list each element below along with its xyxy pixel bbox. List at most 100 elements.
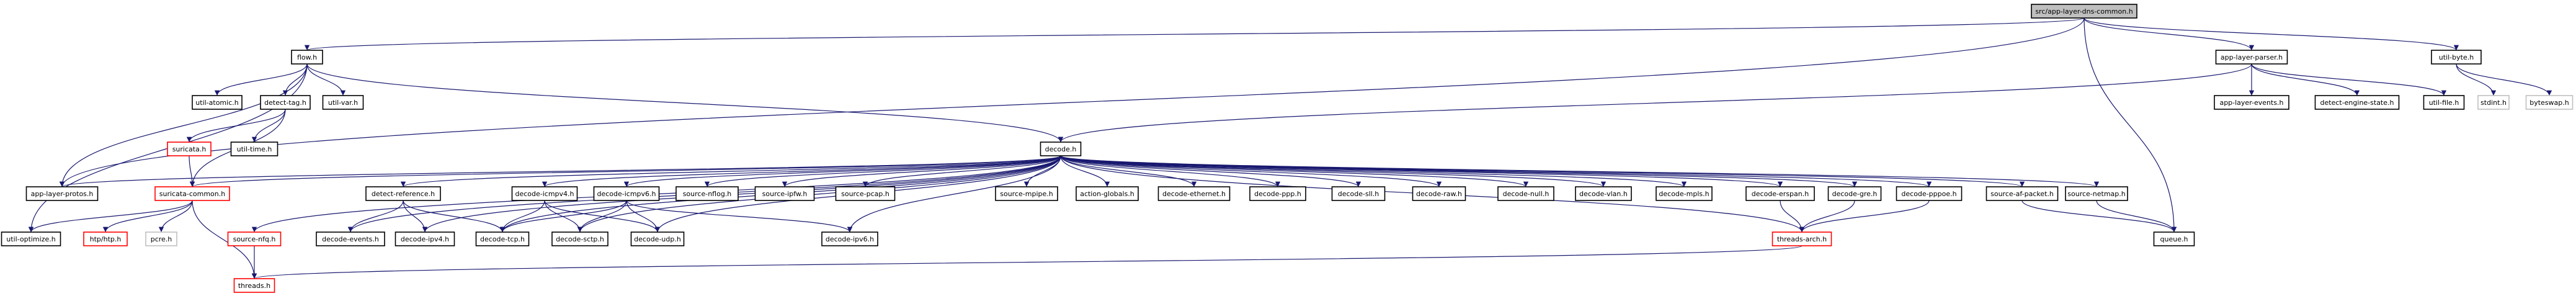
node-htp[interactable]: htp/htp.h	[83, 231, 128, 246]
node-sll-box	[1331, 186, 1386, 201]
node-appevents[interactable]: app-layer-events.h	[2214, 95, 2289, 110]
node-nflog[interactable]: source-nflog.h	[675, 186, 739, 201]
edge-decode-to-null	[1060, 155, 1528, 187]
node-atomic[interactable]: util-atomic.h	[192, 95, 243, 110]
edge-flow-to-atomic	[214, 63, 308, 96]
node-netmap[interactable]: source-netmap.h	[2065, 186, 2128, 201]
node-ipv6[interactable]: decode-ipv6.h	[821, 231, 878, 246]
node-sctp[interactable]: decode-sctp.h	[551, 231, 608, 246]
node-root[interactable]: src/app-layer-dns-common.h	[2031, 4, 2137, 19]
edge-common-to-threads	[192, 200, 257, 279]
node-sll[interactable]: decode-sll.h	[1331, 186, 1386, 201]
node-ppp[interactable]: decode-ppp.h	[1249, 186, 1306, 201]
node-nfq[interactable]: source-nfq.h	[227, 231, 282, 246]
node-common[interactable]: suricata-common.h	[154, 186, 230, 201]
node-detecttag[interactable]: detect-tag.h	[260, 95, 311, 110]
edge-decode-to-ppp	[1060, 155, 1281, 187]
edge-afpacket-to-queue	[2021, 200, 2177, 233]
node-optimize[interactable]: util-optimize.h	[1, 231, 61, 246]
node-pcre: pcre.h	[145, 231, 177, 246]
node-ethernet[interactable]: decode-ethernet.h	[1157, 186, 1231, 201]
node-mpls[interactable]: decode-mpls.h	[1656, 186, 1713, 201]
node-threadsarch-label: threads-arch.h	[1777, 235, 1827, 243]
node-threads-box	[233, 278, 275, 293]
edge-decode-to-detectref	[401, 155, 1061, 187]
node-mpls-label: decode-mpls.h	[1659, 190, 1709, 198]
node-gre-box	[1827, 186, 1882, 201]
node-globals-box	[1076, 186, 1139, 201]
node-afpacket[interactable]: source-af-packet.h	[1985, 186, 2059, 201]
node-byteswap-label: byteswap.h	[2529, 99, 2569, 107]
node-globals[interactable]: action-globals.h	[1076, 186, 1139, 201]
node-flow-label: flow.h	[297, 53, 317, 61]
node-mpipe[interactable]: source-mpipe.h	[995, 186, 1058, 201]
node-pcap[interactable]: source-pcap.h	[835, 186, 896, 201]
node-events-label: decode-events.h	[322, 235, 379, 243]
node-pppoe[interactable]: decode-pppoe.h	[1896, 186, 1963, 201]
node-null[interactable]: decode-null.h	[1497, 186, 1554, 201]
node-utiltime[interactable]: util-time.h	[230, 142, 279, 156]
node-threads-label: threads.h	[238, 282, 270, 290]
node-icmpv6-box	[593, 186, 660, 201]
node-vlan[interactable]: decode-vlan.h	[1575, 186, 1632, 201]
edge-icmpv6-to-udp	[626, 200, 661, 233]
node-htp-box	[83, 231, 128, 246]
node-enginestate-label: detect-engine-state.h	[2320, 99, 2394, 107]
edge-decode-to-mpls	[1060, 155, 1687, 187]
node-icmpv6[interactable]: decode-icmpv6.h	[593, 186, 660, 201]
node-enginestate-box	[2314, 95, 2400, 110]
node-utilvar[interactable]: util-var.h	[322, 95, 364, 110]
node-threadsarch[interactable]: threads-arch.h	[1772, 231, 1832, 246]
node-layer: src/app-layer-dns-common.h flow.h app-laye…	[1, 4, 2574, 293]
node-common-label: suricata-common.h	[159, 190, 225, 198]
edge-erspan-to-threadsarch	[1780, 200, 1805, 233]
node-flow[interactable]: flow.h	[291, 50, 323, 65]
node-threads[interactable]: threads.h	[233, 278, 275, 293]
node-utilfile[interactable]: util-file.h	[2423, 95, 2465, 110]
edge-threadsarch-to-threads	[252, 245, 1803, 279]
node-suricata[interactable]: suricata.h	[167, 142, 212, 156]
node-queue[interactable]: queue.h	[2153, 231, 2195, 246]
edge-appparser-to-utilfile	[2251, 63, 2447, 96]
node-raw[interactable]: decode-raw.h	[1412, 186, 1466, 201]
node-protos[interactable]: app-layer-protos.h	[25, 186, 99, 201]
node-queue-box	[2153, 231, 2195, 246]
node-sll-label: decode-sll.h	[1338, 190, 1379, 198]
node-utilfile-box	[2423, 95, 2465, 110]
node-utilbyte-label: util-byte.h	[2439, 53, 2474, 61]
node-events[interactable]: decode-events.h	[316, 231, 385, 246]
node-decode[interactable]: decode.h	[1040, 142, 1082, 156]
node-appparser[interactable]: app-layer-parser.h	[2215, 50, 2288, 65]
node-atomic-label: util-atomic.h	[195, 99, 238, 107]
node-pppoe-box	[1896, 186, 1963, 201]
edge-detecttag-to-utiltime	[251, 109, 286, 143]
node-suricata-box	[167, 142, 212, 156]
node-erspan[interactable]: decode-erspan.h	[1745, 186, 1815, 201]
edge-suricata-to-common	[189, 155, 195, 187]
node-icmpv4[interactable]: decode-icmpv4.h	[511, 186, 578, 201]
node-utilbyte[interactable]: util-byte.h	[2431, 50, 2482, 65]
node-afpacket-label: source-af-packet.h	[1990, 190, 2054, 198]
node-mpls-box	[1656, 186, 1713, 201]
node-queue-label: queue.h	[2160, 235, 2188, 243]
node-ipfw[interactable]: source-ipfw.h	[754, 186, 815, 201]
node-gre[interactable]: decode-gre.h	[1827, 186, 1882, 201]
node-pcre-label: pcre.h	[151, 235, 172, 243]
edge-decode-to-gre	[1060, 155, 1857, 187]
node-enginestate[interactable]: detect-engine-state.h	[2314, 95, 2400, 110]
node-mpipe-label: source-mpipe.h	[1000, 190, 1053, 198]
node-threadsarch-box	[1772, 231, 1832, 246]
node-udp[interactable]: decode-udp.h	[630, 231, 685, 246]
node-sctp-box	[551, 231, 608, 246]
node-appevents-box	[2214, 95, 2289, 110]
node-ipv4-box	[394, 231, 455, 246]
edge-decode-to-common	[190, 155, 1061, 187]
node-globals-label: action-globals.h	[1080, 190, 1134, 198]
node-detectref[interactable]: detect-reference.h	[365, 186, 441, 201]
node-appevents-label: app-layer-events.h	[2219, 99, 2283, 107]
node-tcp[interactable]: decode-tcp.h	[475, 231, 530, 246]
edge-icmpv4-to-tcp	[499, 200, 545, 233]
node-ipv4[interactable]: decode-ipv4.h	[394, 231, 455, 246]
node-ppp-box	[1249, 186, 1306, 201]
